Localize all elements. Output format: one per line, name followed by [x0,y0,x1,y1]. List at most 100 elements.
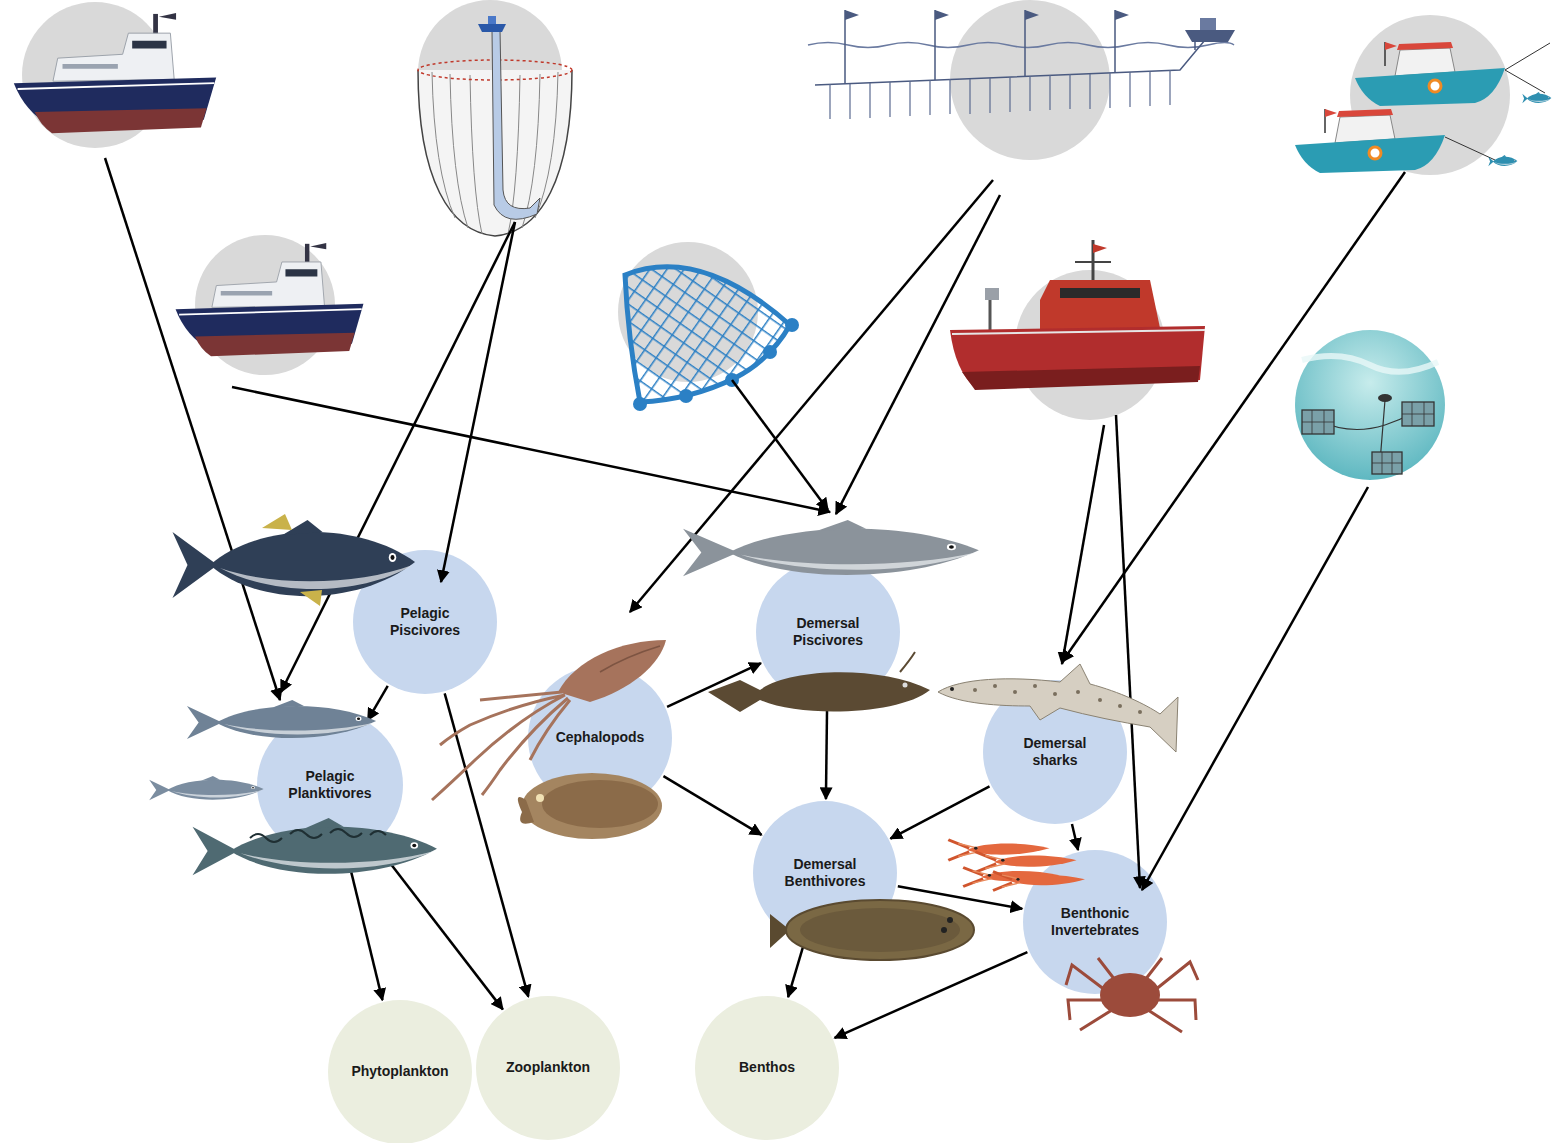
group-circle [756,560,900,704]
fishing-arrow [732,380,828,510]
red-vessel-icon [1075,261,1111,263]
group-label: Demersal Benthivores [775,856,875,891]
trophic-group: Demersal Benthivores [753,801,897,945]
trophic-group: Benthos [695,996,839,1140]
trophic-group: Pelagic Piscivores [353,550,497,694]
handline-boats-icon [1295,135,1445,173]
trophic-group: Benthonic Invertebrates [1023,850,1167,994]
fishing-arrow [105,158,1405,890]
flatfish-figure [941,927,947,933]
group-label: Demersal sharks [1005,735,1105,770]
mackerel-figure [193,818,437,875]
dip-net-icon [618,242,799,411]
anchovy-figure [149,776,263,800]
trap-icon [1302,402,1434,474]
group-circle [328,1000,472,1143]
feeding-arrow [788,944,804,997]
cuttlefish-figure [518,773,662,839]
group-label: Phytoplankton [338,1063,462,1081]
crab-figure [1100,973,1160,1017]
handline-boats-icon [1488,155,1517,166]
group-circle [353,550,497,694]
group-circle [1023,850,1167,994]
feeding-arrow [348,858,383,1000]
cuttlefish-figure [522,773,662,839]
dip-net-icon [763,345,777,359]
feeding-arrow [1072,824,1078,850]
anglerfish-figure [708,672,930,712]
trap-icon [1302,402,1434,474]
fishing-arrow [630,180,993,612]
handline-boats-icon [1337,109,1393,117]
trap-icon [1302,356,1438,372]
handline-boats-icon [1505,43,1550,93]
flatfish-figure [947,917,953,923]
anglerfish-figure [903,683,908,688]
flatfish-figure [786,900,974,960]
feeding-arrow [663,776,761,835]
purse-seine-icon [478,24,506,32]
trophic-group: Phytoplankton [328,1000,472,1143]
handline-boats-icon [1355,68,1505,106]
purse-seine-icon [492,30,540,219]
fishing-arrow [232,387,830,512]
group-label: Benthos [705,1059,829,1077]
handline-boats-icon [1369,147,1381,159]
group-circle [753,801,897,945]
shark-figure [1118,704,1122,708]
shark-figure [973,688,977,692]
bottom-trawler-icon [14,13,216,133]
feeding-arrow [835,952,1028,1038]
group-circle [695,996,839,1140]
hake-figure [683,520,979,576]
fishing-arrow [441,222,515,582]
handline-boats-icon [1385,42,1397,50]
fishing-arrow [1062,425,1104,664]
handline-boats-icon [1295,15,1551,175]
hake-figure [683,520,979,576]
pelagic-trawler-icon [176,243,364,356]
handline-boats-icon [1397,42,1453,50]
mackerel-figure [193,818,437,875]
trophic-group: Cephalopods [528,666,672,810]
red-vessel-icon [1040,280,1160,330]
group-circle [476,996,620,1140]
red-vessel-icon [952,330,1205,334]
dip-net-icon [625,267,790,402]
feeding-arrow [890,786,989,838]
feeding-arrow [368,686,388,720]
fishing-arrow [1142,487,1368,890]
fishing-arrow [1062,172,1405,662]
feeding-arrow [826,706,827,799]
longline-icon [808,43,1234,48]
feeding-arrow [376,844,503,1009]
handline-boats-icon [1522,92,1551,103]
handline-boats-icon [1355,42,1550,106]
trophic-group: Demersal Piscivores [756,560,900,704]
shark-figure [1053,692,1057,696]
handline-boats-icon [1325,109,1337,117]
longline-icon [1200,18,1216,30]
group-label: Pelagic Piscivores [375,605,475,640]
cuttlefish-figure [518,797,534,824]
bottom-trawler-icon [14,2,216,148]
group-circle [983,680,1127,824]
purse-seine-icon [488,16,496,24]
fishing-arrow [105,158,280,700]
dip-net-icon [785,318,799,332]
cuttlefish-figure [536,794,544,802]
longline-icon [845,10,1195,84]
group-label: Benthonic Invertebrates [1040,905,1150,940]
group-label: Pelagic Planktivores [280,768,380,803]
longline-icon [845,10,1129,20]
cuttlefish-figure [542,780,658,828]
shark-figure [1098,698,1102,702]
group-label: Cephalopods [545,729,655,747]
longline-icon [1185,30,1235,42]
dip-net-icon [679,389,693,403]
red-vessel-icon [962,366,1200,390]
shark-figure [1013,690,1017,694]
pelagic-trawler-icon [176,235,364,375]
dip-net-icon [633,397,647,411]
